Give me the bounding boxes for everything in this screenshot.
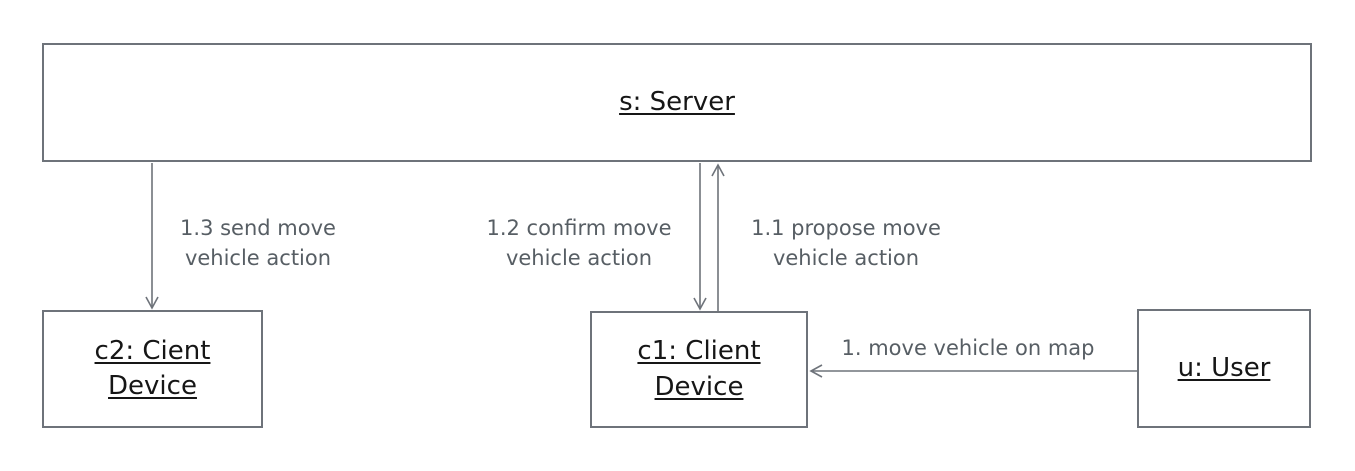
- node-server[interactable]: s: Server: [42, 43, 1312, 162]
- node-user-label: u: User: [1177, 352, 1271, 383]
- node-c2-label: c2: Cient Device: [94, 335, 211, 401]
- message-label-1-2: 1.2 confirm move vehicle action: [486, 216, 672, 270]
- node-c1-client-device[interactable]: c1: Client Device: [590, 311, 808, 428]
- node-server-label: s: Server: [619, 86, 735, 117]
- node-c1-label: c1: Client Device: [637, 336, 761, 402]
- message-label-1: 1. move vehicle on map: [841, 336, 1095, 360]
- node-user[interactable]: u: User: [1137, 309, 1311, 428]
- message-label-1-1: 1.1 propose move vehicle action: [751, 216, 941, 270]
- message-label-1-3: 1.3 send move vehicle action: [180, 216, 336, 270]
- node-c2-client-device[interactable]: c2: Cient Device: [42, 310, 263, 428]
